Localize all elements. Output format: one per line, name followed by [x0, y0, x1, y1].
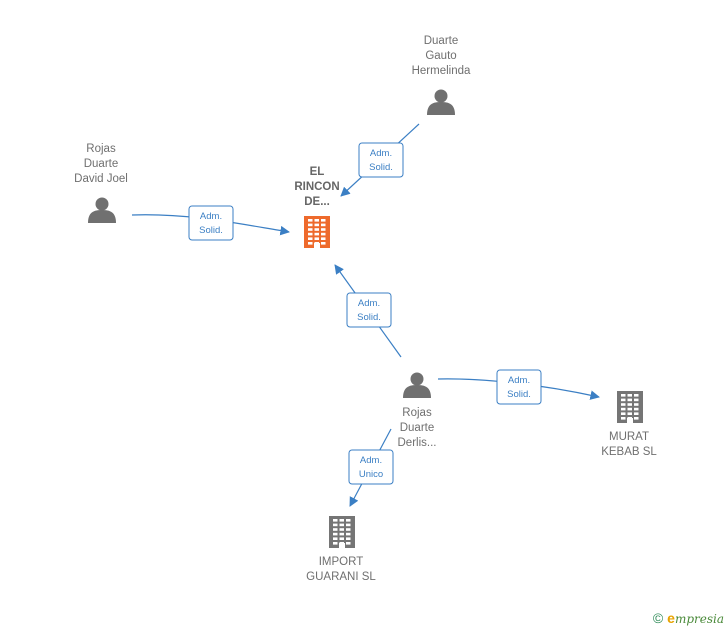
brand-name: mpresia	[674, 612, 724, 626]
node-rojas_derlis[interactable]: RojasDuarteDerlis...	[398, 372, 437, 450]
edge-label-box	[348, 449, 394, 485]
edge-duarte_gauto-to-center: Adm. Solid.	[340, 123, 420, 197]
edge-rojas_derlis-to-murat: Adm. Solid.	[437, 369, 600, 405]
node-label-line: Duarte	[400, 422, 435, 434]
edge-label-box	[346, 292, 392, 328]
edge-label-text: Adm.	[358, 298, 380, 309]
node-label-line: EL	[310, 166, 325, 178]
edge-rojas_david-to-center: Adm. Solid.	[131, 205, 290, 241]
node-label-line: RINCON	[294, 181, 339, 193]
copyright-symbol: ©	[652, 610, 664, 626]
edge-rojas_derlis-to-center: Adm. Solid.	[334, 264, 402, 358]
building-icon	[329, 516, 355, 548]
node-label-line: MURAT	[609, 431, 649, 443]
node-label-line: Derlis...	[398, 437, 437, 449]
node-import[interactable]: IMPORT GUARANI SL	[306, 516, 376, 583]
person-icon	[427, 89, 455, 115]
building-icon	[617, 391, 643, 423]
edge-label-badge[interactable]: Adm. Solid.	[358, 142, 404, 178]
node-label-line: Gauto	[425, 50, 456, 62]
edge-label-box	[358, 142, 404, 178]
edge-label-box	[188, 205, 234, 241]
edge-label-text: Solid.	[199, 225, 223, 236]
edge-label-text: Solid.	[369, 162, 393, 173]
edge-label-badge[interactable]: Adm. Solid.	[346, 292, 392, 328]
node-label-line: Hermelinda	[412, 65, 471, 77]
node-label-line: Rojas	[86, 143, 116, 155]
person-icon	[403, 372, 431, 398]
edge-label-text: Unico	[359, 469, 383, 480]
node-label-line: Duarte	[424, 35, 459, 47]
node-label-line: KEBAB SL	[601, 446, 657, 458]
edge-label-text: Adm.	[508, 375, 530, 386]
node-label-line: DE...	[304, 196, 330, 208]
edge-label-text: Adm.	[360, 455, 382, 466]
edge-rojas_derlis-to-import: Adm. Unico	[348, 428, 394, 507]
edge-label-text: Adm.	[200, 211, 222, 222]
building-icon	[304, 216, 330, 248]
node-label-line: IMPORT	[319, 556, 364, 568]
node-label-line: Duarte	[84, 158, 119, 170]
edge-label-text: Solid.	[507, 389, 531, 400]
node-murat[interactable]: MURAT KEBAB SL	[601, 391, 657, 458]
edge-label-badge[interactable]: Adm. Solid.	[188, 205, 234, 241]
edge-label-badge[interactable]: Adm. Solid.	[496, 369, 542, 405]
node-label-line: GUARANI SL	[306, 571, 376, 583]
edge-label-text: Solid.	[357, 312, 381, 323]
footer-brand: ©empresia	[653, 610, 724, 626]
node-label-line: Rojas	[402, 407, 432, 419]
person-icon	[88, 197, 116, 223]
brand-initial: e	[667, 610, 675, 626]
edge-label-badge[interactable]: Adm. Unico	[348, 449, 394, 485]
edge-label-text: Adm.	[370, 148, 392, 159]
node-label-line: David Joel	[74, 173, 128, 185]
edge-label-box	[496, 369, 542, 405]
node-center[interactable]: EL RINCON DE...	[294, 166, 340, 248]
